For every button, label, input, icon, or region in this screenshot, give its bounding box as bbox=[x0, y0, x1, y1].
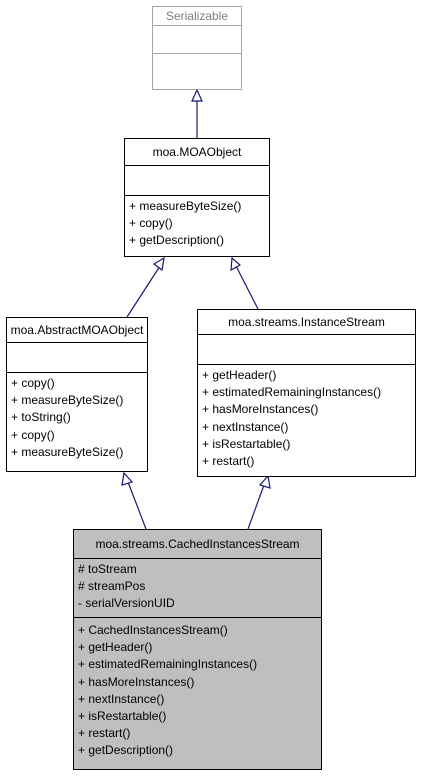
class-moaobject[interactable]: moa.MOAObject + measureByteSize() + copy… bbox=[124, 138, 270, 257]
method: + estimatedRemainingInstances() bbox=[78, 657, 258, 672]
attributes-compartment bbox=[7, 342, 147, 372]
method: + copy() bbox=[11, 427, 55, 442]
attribute: # toStream bbox=[78, 562, 137, 576]
class-name: Serializable bbox=[165, 9, 229, 23]
method: + copy() bbox=[11, 376, 55, 390]
method: + CachedInstancesStream() bbox=[78, 623, 228, 637]
method: + getDescription() bbox=[129, 233, 225, 248]
attributes-compartment: # toStream # streamPos - serialVersionUI… bbox=[74, 558, 321, 617]
attribute: - serialVersionUID bbox=[78, 596, 175, 611]
method: + measureByteSize() bbox=[11, 393, 124, 408]
method: + isRestartable() bbox=[78, 709, 167, 724]
method: + measureByteSize() bbox=[129, 199, 242, 213]
class-name: moa.AbstractMOAObject bbox=[10, 323, 144, 337]
method: + nextInstance() bbox=[202, 419, 289, 434]
methods-compartment: + getHeader() + estimatedRemainingInstan… bbox=[198, 364, 415, 472]
class-name: moa.MOAObject bbox=[152, 145, 242, 159]
class-instancestream[interactable]: moa.streams.InstanceStream + getHeader()… bbox=[197, 309, 416, 477]
arrow-instancestream bbox=[258, 474, 271, 489]
methods-compartment: + measureByteSize() + copy() + getDescri… bbox=[125, 195, 269, 252]
attributes-compartment bbox=[198, 334, 415, 364]
methods-compartment: + copy() + measureByteSize() + toString(… bbox=[7, 372, 147, 463]
methods-compartment bbox=[153, 53, 241, 89]
arrow-moaobject-right bbox=[230, 256, 242, 272]
method: + nextInstance() bbox=[78, 691, 165, 706]
class-name: moa.streams.InstanceStream bbox=[228, 315, 385, 329]
attributes-compartment bbox=[153, 25, 241, 53]
method: + restart() bbox=[202, 454, 255, 469]
edge-abstractmoaobject-to-moaobject bbox=[126, 265, 161, 318]
methods-compartment: + CachedInstancesStream() + getHeader() … bbox=[74, 617, 321, 762]
arrow-abstractmoaobject bbox=[121, 471, 134, 486]
method: + hasMoreInstances() bbox=[78, 674, 195, 689]
edge-instancestream-to-moaobject bbox=[235, 265, 259, 310]
class-name: moa.streams.CachedInstancesStream bbox=[95, 537, 300, 551]
method: + restart() bbox=[78, 726, 131, 741]
arrow-moaobject-left bbox=[152, 256, 165, 272]
method: + isRestartable() bbox=[202, 436, 291, 451]
method: + getHeader() bbox=[78, 640, 153, 655]
class-serializable[interactable]: Serializable bbox=[152, 6, 242, 90]
attribute: # streamPos bbox=[78, 579, 146, 594]
class-abstractmoaobject[interactable]: moa.AbstractMOAObject + copy() + measure… bbox=[6, 317, 148, 472]
method: + copy() bbox=[129, 216, 173, 231]
method: + hasMoreInstances() bbox=[202, 402, 319, 417]
method: + toString() bbox=[11, 410, 71, 425]
class-cachedinstancesstream[interactable]: moa.streams.CachedInstancesStream # toSt… bbox=[73, 529, 322, 770]
method: + getHeader() bbox=[202, 368, 277, 382]
edge-cached-to-abstractmoaobject bbox=[127, 481, 147, 530]
edge-cached-to-instancestream bbox=[247, 484, 265, 530]
attributes-compartment bbox=[125, 165, 269, 195]
method: + getDescription() bbox=[78, 743, 174, 758]
method: + measureByteSize() bbox=[11, 444, 124, 459]
method: + estimatedRemainingInstances() bbox=[202, 385, 382, 400]
arrow-serializable bbox=[191, 88, 203, 102]
